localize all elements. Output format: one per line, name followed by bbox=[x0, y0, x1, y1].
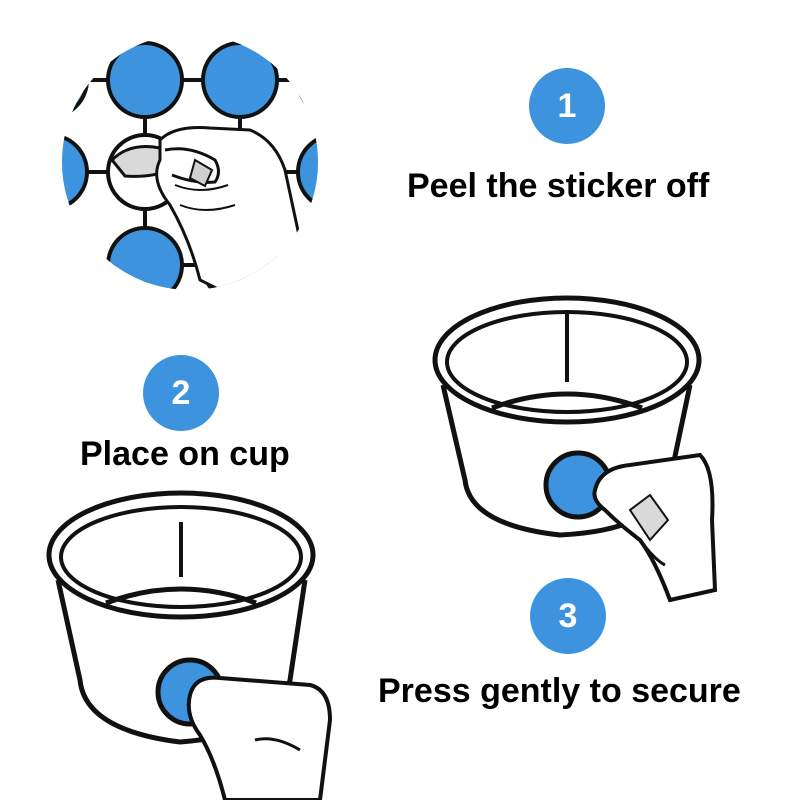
step-label: Press gently to secure bbox=[378, 672, 741, 710]
step-number-badge: 3 bbox=[530, 578, 606, 654]
step-number-badge: 1 bbox=[529, 68, 605, 144]
sticker-sheet-illustration bbox=[62, 34, 318, 290]
step-label: Peel the sticker off bbox=[407, 167, 710, 205]
step-number-badge: 2 bbox=[143, 355, 219, 431]
cup-place-illustration bbox=[46, 490, 333, 800]
cup-press-illustration bbox=[432, 295, 718, 603]
step-label: Place on cup bbox=[80, 435, 290, 473]
